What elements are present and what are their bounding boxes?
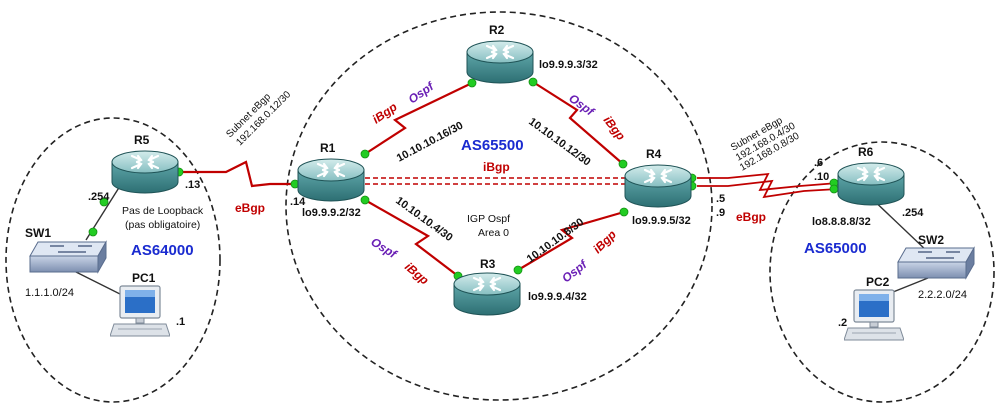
ibgp-tag-r1-r3: iBgp bbox=[402, 260, 431, 288]
r6-label: R6 bbox=[858, 145, 874, 159]
ibgp-tag-r1-r2: iBgp bbox=[370, 100, 400, 127]
pc2-ip: .2 bbox=[838, 317, 847, 329]
router-r5-icon[interactable] bbox=[110, 150, 180, 194]
port-dot bbox=[619, 207, 629, 217]
igp-note-line1: IGP Ospf bbox=[467, 213, 510, 225]
sw1-label: SW1 bbox=[25, 226, 51, 240]
r4-loopback: lo9.9.9.5/32 bbox=[632, 215, 691, 227]
ebgp-tag-left: eBgp bbox=[235, 201, 265, 215]
r6-interface-1: .6 bbox=[814, 157, 823, 169]
r6-lan-interface: .254 bbox=[902, 207, 924, 219]
lan-right: 2.2.2.0/24 bbox=[918, 289, 967, 301]
r5-lan-interface: .254 bbox=[88, 191, 110, 203]
r4-label: R4 bbox=[646, 147, 662, 161]
as-label-center: AS65500 bbox=[461, 137, 524, 154]
r1-loopback: lo9.9.9.2/32 bbox=[302, 207, 361, 219]
subnet-r3-r4: 10.10.10.8/30 bbox=[525, 216, 586, 265]
link-r1-r2 bbox=[364, 82, 473, 155]
r2-label: R2 bbox=[489, 23, 505, 37]
ospf-tag-r1-r3: Ospf bbox=[368, 235, 399, 262]
port-dot bbox=[618, 159, 628, 169]
port-dot bbox=[829, 184, 839, 194]
ospf-tag-r2-r4: Ospf bbox=[566, 91, 597, 119]
r2-loopback: lo9.9.9.3/32 bbox=[539, 59, 598, 71]
router-r6-icon[interactable] bbox=[836, 162, 906, 206]
port-dot bbox=[88, 227, 98, 237]
pc2-label: PC2 bbox=[866, 275, 890, 289]
ibgp-tag-r2-r4: iBgp bbox=[601, 113, 628, 143]
router-r4-icon[interactable] bbox=[623, 164, 693, 208]
link-r2-r4 bbox=[532, 81, 624, 165]
ibgp-tag-r3-r4: iBgp bbox=[590, 227, 619, 256]
switch-sw2-icon[interactable] bbox=[897, 247, 975, 279]
r4-interface-1: .5 bbox=[716, 193, 725, 205]
r3-loopback: lo9.9.9.4/32 bbox=[528, 291, 587, 303]
subnet-r2-r4: 10.10.10.12/30 bbox=[526, 116, 592, 169]
router-r1-icon[interactable] bbox=[296, 158, 366, 202]
ospf-tag-r3-r4: Ospf bbox=[559, 257, 590, 285]
port-dot bbox=[528, 77, 538, 87]
pc-pc2-icon[interactable] bbox=[844, 289, 904, 341]
sw2-label: SW2 bbox=[918, 233, 944, 247]
link-r3-r4 bbox=[517, 210, 625, 271]
ibgp-tag-r1-r4: iBgp bbox=[483, 160, 510, 174]
r5-interface: .13 bbox=[185, 179, 200, 191]
port-dot bbox=[99, 197, 109, 207]
r3-label: R3 bbox=[480, 257, 496, 271]
port-dot bbox=[467, 78, 477, 88]
as-label-right: AS65000 bbox=[804, 240, 867, 257]
r1-label: R1 bbox=[320, 141, 336, 155]
as-boundary-center bbox=[285, 11, 713, 401]
r4-interface-2: .9 bbox=[716, 207, 725, 219]
link-r1-r3 bbox=[364, 199, 459, 277]
link-r5-r1 bbox=[179, 160, 295, 188]
router-r3-icon[interactable] bbox=[452, 272, 522, 316]
pc1-label: PC1 bbox=[132, 271, 156, 285]
loopback-note-line2: (pas obligatoire) bbox=[125, 219, 200, 231]
r6-interface-2: .10 bbox=[814, 171, 829, 183]
as-boundary-left bbox=[5, 117, 221, 403]
port-dot bbox=[360, 149, 370, 159]
subnet-r1-r3: 10.10.10.4/30 bbox=[393, 195, 454, 244]
port-dot bbox=[513, 265, 523, 275]
switch-sw1-icon[interactable] bbox=[29, 241, 107, 273]
r6-loopback: lo8.8.8.8/32 bbox=[812, 216, 871, 228]
as-boundary-right bbox=[769, 141, 995, 403]
router-r2-icon[interactable] bbox=[465, 40, 535, 84]
ebgp-tag-right: eBgp bbox=[736, 210, 766, 224]
subnet-r1-r2: 10.10.10.16/30 bbox=[395, 120, 465, 165]
as-label-left: AS64000 bbox=[131, 242, 194, 259]
lan-left: 1.1.1.0/24 bbox=[25, 287, 74, 299]
port-dot bbox=[360, 195, 370, 205]
igp-note-line2: Area 0 bbox=[478, 227, 509, 239]
link-r4-r6-b bbox=[697, 179, 839, 199]
loopback-note-line1: Pas de Loopback bbox=[122, 205, 204, 217]
link-sw1-pc1 bbox=[71, 269, 129, 299]
pc1-ip: .1 bbox=[176, 316, 185, 328]
r1-interface: .14 bbox=[290, 196, 306, 208]
r5-label: R5 bbox=[134, 133, 150, 147]
